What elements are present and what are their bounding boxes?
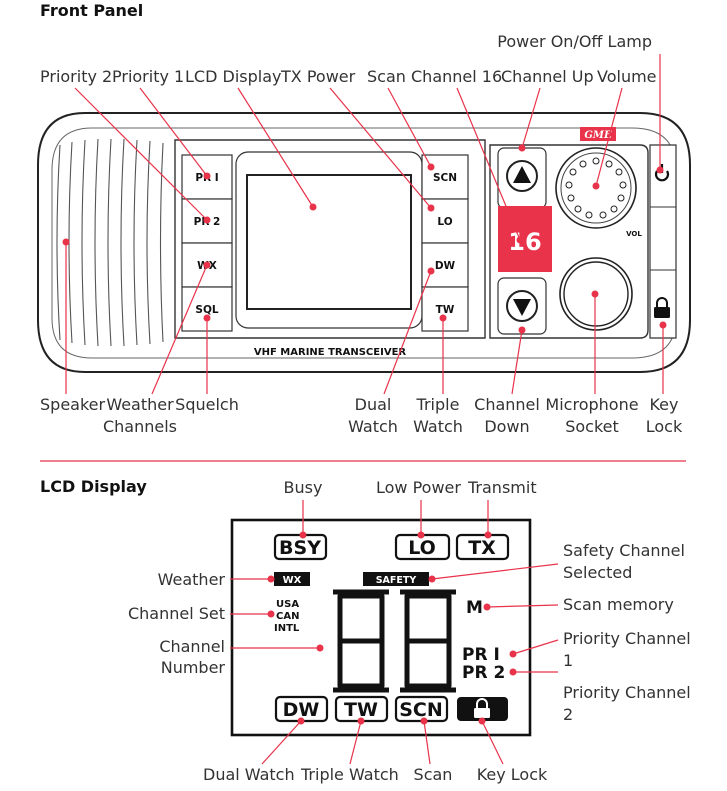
- label-channel16: Channel 16: [411, 67, 502, 86]
- lo-indicator-text: LO: [408, 537, 436, 559]
- tw-button[interactable]: [421, 286, 469, 332]
- label-weather-channels-2: Channels: [103, 417, 177, 436]
- front-panel-callouts: [62, 54, 667, 395]
- label-priority-ch1-2: 1: [563, 651, 573, 670]
- front-panel-header: Front Panel: [40, 1, 143, 20]
- tx-indicator: [455, 533, 510, 561]
- label-triple-watch-2: Watch: [413, 417, 463, 436]
- lcd-display-callouts: [230, 500, 559, 765]
- label-priority2: Priority 2: [40, 67, 112, 86]
- label-priority-ch1-1: Priority Channel: [563, 629, 691, 648]
- scn-button-label: SCN: [433, 172, 457, 184]
- tw-button-label: TW: [436, 304, 455, 316]
- channel16-button[interactable]: [498, 206, 552, 272]
- bsy-indicator-text: BSY: [279, 537, 321, 559]
- label-priority-ch2-1: Priority Channel: [563, 683, 691, 702]
- label-squelch: Squelch: [175, 395, 239, 414]
- key-lock-indicator-icon: [474, 698, 490, 718]
- label-volume: Volume: [597, 67, 657, 86]
- can-indicator: CAN: [276, 611, 299, 622]
- arrow-up-icon: [513, 166, 531, 183]
- label-microphone-socket-1: Microphone: [545, 395, 638, 414]
- label-dual-watch-1: Dual: [355, 395, 392, 414]
- dw-button[interactable]: [421, 242, 469, 288]
- label-channel-number-2: Number: [161, 658, 226, 677]
- safety-indicator: [363, 572, 429, 586]
- vol-label: VOL: [626, 230, 642, 238]
- scn-indicator-text: SCN: [399, 699, 443, 721]
- lcd-display-header: LCD Display: [40, 477, 147, 496]
- lock-icon[interactable]: [654, 297, 670, 318]
- pr1-indicator: PR I: [462, 645, 500, 665]
- label-lcd-scan: Scan: [414, 765, 453, 784]
- label-microphone-socket-2: Socket: [565, 417, 619, 436]
- label-safety-selected-1: Safety Channel: [563, 541, 685, 560]
- label-channel-set: Channel Set: [128, 604, 225, 623]
- label-weather: Weather: [158, 570, 226, 589]
- arrow-down-icon: [513, 299, 531, 316]
- lo-button-label: LO: [437, 216, 452, 228]
- label-low-power: Low Power: [376, 478, 461, 497]
- label-busy: Busy: [284, 478, 323, 497]
- brand-badge: [580, 127, 616, 141]
- side-button-column: [649, 144, 677, 339]
- tw-indicator-text: TW: [344, 699, 378, 721]
- label-weather-channels-1: Weather: [106, 395, 174, 414]
- label-lcd-display: LCD Display: [185, 67, 281, 86]
- label-channel-up: Channel Up: [501, 67, 594, 86]
- label-scan-memory: Scan memory: [563, 595, 674, 614]
- label-triple-watch: Triple Watch: [300, 765, 399, 784]
- usa-indicator: USA: [276, 599, 299, 610]
- label-dual-watch-2: Watch: [348, 417, 398, 436]
- dw-button-label: DW: [435, 260, 456, 272]
- label-scan: Scan: [367, 67, 406, 86]
- label-dual-watch: Dual Watch: [203, 765, 295, 784]
- wx-indicator-text: WX: [283, 575, 302, 586]
- label-priority1: Priority 1: [112, 67, 184, 86]
- pr2-indicator: PR 2: [462, 663, 505, 683]
- lcd-screen: [246, 174, 412, 310]
- label-priority-ch2-2: 2: [563, 705, 573, 724]
- microphone-socket-inner: [563, 261, 629, 327]
- label-channel-down-2: Down: [484, 417, 529, 436]
- dw-indicator-text: DW: [283, 699, 320, 721]
- intl-indicator: INTL: [274, 623, 300, 634]
- right-button-column: SCN LO DW TW: [421, 154, 469, 332]
- tx-indicator-text: TX: [468, 537, 496, 559]
- sql-button-label: SQL: [195, 304, 218, 316]
- label-transmit: Transmit: [467, 478, 537, 497]
- m-indicator: M: [466, 598, 483, 618]
- model-text: VHF MARINE TRANSCEIVER: [254, 347, 407, 358]
- channel-number-digits: [333, 589, 456, 693]
- label-channel-number-1: Channel: [159, 637, 225, 656]
- label-channel-down-1: Channel: [474, 395, 540, 414]
- channel16-label: 16: [508, 228, 541, 256]
- wx-indicator: [274, 572, 310, 586]
- label-key-lock-1: Key: [649, 395, 678, 414]
- label-lcd-key-lock: Key Lock: [477, 765, 548, 784]
- brand-badge-text: GME: [584, 130, 612, 141]
- label-triple-watch-1: Triple: [416, 395, 460, 414]
- label-key-lock-2: Lock: [646, 417, 683, 436]
- safety-indicator-text: SAFETY: [376, 575, 417, 586]
- label-tx-power: TX Power: [280, 67, 356, 86]
- label-safety-selected-2: Selected: [563, 563, 632, 582]
- label-speaker: Speaker: [40, 395, 106, 414]
- label-power-lamp: Power On/Off Lamp: [497, 32, 652, 51]
